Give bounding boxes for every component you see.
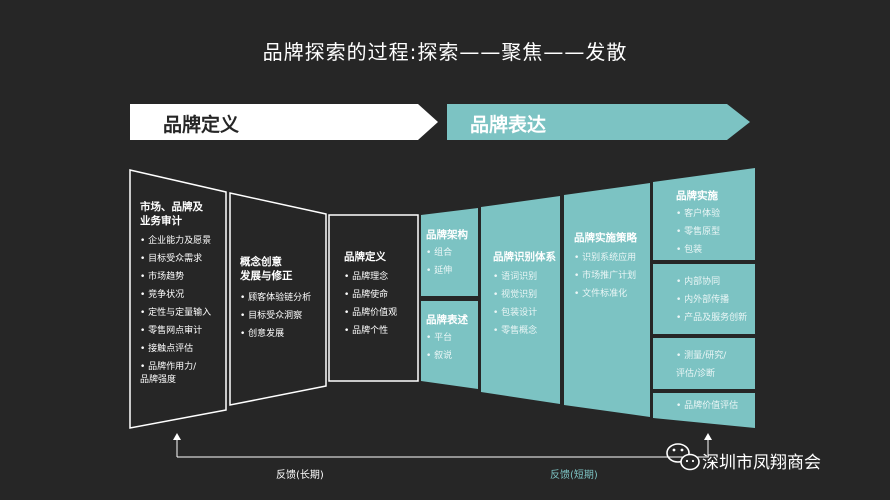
list-item: 识别系统应用	[574, 249, 650, 267]
panel-statement: 品牌表述 平台 叙说	[426, 313, 478, 365]
list-item: 延伸	[426, 262, 478, 280]
list-item: 品牌个性	[344, 322, 416, 340]
list-item: 顾客体验链分析	[240, 289, 325, 307]
list-item: 品牌理念	[344, 268, 416, 286]
panel-implementation-title: 品牌实施	[676, 190, 718, 202]
panel-implementation: 品牌实施 客户体验 零售原型 包装	[676, 189, 754, 259]
list-item: 市场趋势	[140, 268, 225, 286]
list-item: 品牌价值观	[344, 304, 416, 322]
panel-identity: 品牌识别体系 语词识别 视觉识别 包装设计 零售概念	[493, 250, 559, 340]
banner-right-label: 品牌表达	[470, 114, 547, 136]
brand-definition-banner	[130, 104, 438, 140]
feedback-short-arrowhead	[704, 433, 712, 440]
list-item: 接触点评估	[140, 340, 225, 358]
feedback-long-label: 反馈(长期)	[276, 470, 324, 481]
list-item: 包装	[676, 241, 754, 259]
list-item: 零售原型	[676, 223, 754, 241]
list-item: 零售概念	[493, 322, 559, 340]
list-item: 目标受众需求	[140, 250, 225, 268]
banner-left-label: 品牌定义	[163, 114, 240, 136]
list-item: 定性与定量输入	[140, 304, 225, 322]
panel-measurement: 测量/研究/ 评估/诊断	[676, 347, 754, 383]
list-item: 品牌作用力/ 品牌强度	[140, 358, 225, 387]
list-item: 叙说	[426, 347, 478, 365]
list-item: 创意发展	[240, 325, 325, 343]
list-item: 企业能力及愿景	[140, 232, 225, 250]
feedback-long-arrowhead	[173, 433, 181, 440]
panel-definition: 品牌定义 品牌理念 品牌使命 品牌价值观 品牌个性	[344, 250, 416, 340]
panel-strategy-title: 品牌实施策略	[574, 232, 637, 244]
panel-definition-shape	[328, 214, 419, 382]
brand-expression-banner	[447, 104, 750, 140]
panel-audit: 市场、品牌及 业务审计 企业能力及愿景 目标受众需求 市场趋势 竞争状况 定性与…	[140, 200, 225, 387]
list-item: 语词识别	[493, 268, 559, 286]
wechat-icon	[666, 443, 700, 471]
feedback-short-label: 反馈(短期)	[550, 470, 598, 481]
panel-statement-title: 品牌表述	[426, 314, 468, 326]
panel-audit-shape	[129, 169, 227, 429]
panel-concept: 概念创意 发展与修正 顾客体验链分析 目标受众洞察 创意发展	[240, 255, 325, 343]
watermark-text: 深圳市凤翔商会	[702, 453, 821, 473]
panel-valuation: 品牌价值评估	[676, 397, 754, 415]
panel-concept-title: 概念创意 发展与修正	[240, 256, 293, 282]
list-item: 包装设计	[493, 304, 559, 322]
list-item: 测量/研究/ 评估/诊断	[676, 347, 754, 383]
list-item: 品牌使命	[344, 286, 416, 304]
panel-communication: 内部协同 内外部传播 产品及服务创新	[676, 273, 754, 327]
panel-architecture: 品牌架构 组合 延伸	[426, 228, 478, 280]
panel-strategy: 品牌实施策略 识别系统应用 市场推广计划 文件标准化	[574, 231, 650, 303]
list-item: 视觉识别	[493, 286, 559, 304]
list-item: 客户体验	[676, 205, 754, 223]
list-item: 零售网点审计	[140, 322, 225, 340]
list-item: 平台	[426, 329, 478, 347]
list-item: 内部协同	[676, 273, 754, 291]
list-item: 目标受众洞察	[240, 307, 325, 325]
panel-architecture-title: 品牌架构	[426, 229, 468, 241]
panel-definition-title: 品牌定义	[344, 251, 386, 263]
list-item: 品牌价值评估	[676, 397, 754, 415]
list-item: 文件标准化	[574, 285, 650, 303]
list-item: 市场推广计划	[574, 267, 650, 285]
list-item: 组合	[426, 244, 478, 262]
list-item: 竞争状况	[140, 286, 225, 304]
panel-identity-title: 品牌识别体系	[493, 251, 556, 263]
list-item: 产品及服务创新	[676, 309, 754, 327]
panel-audit-title: 市场、品牌及 业务审计	[140, 201, 203, 227]
page-title: 品牌探索的过程:探索——聚焦——发散	[262, 40, 628, 64]
list-item: 内外部传播	[676, 291, 754, 309]
panel-concept-shape	[229, 192, 327, 406]
